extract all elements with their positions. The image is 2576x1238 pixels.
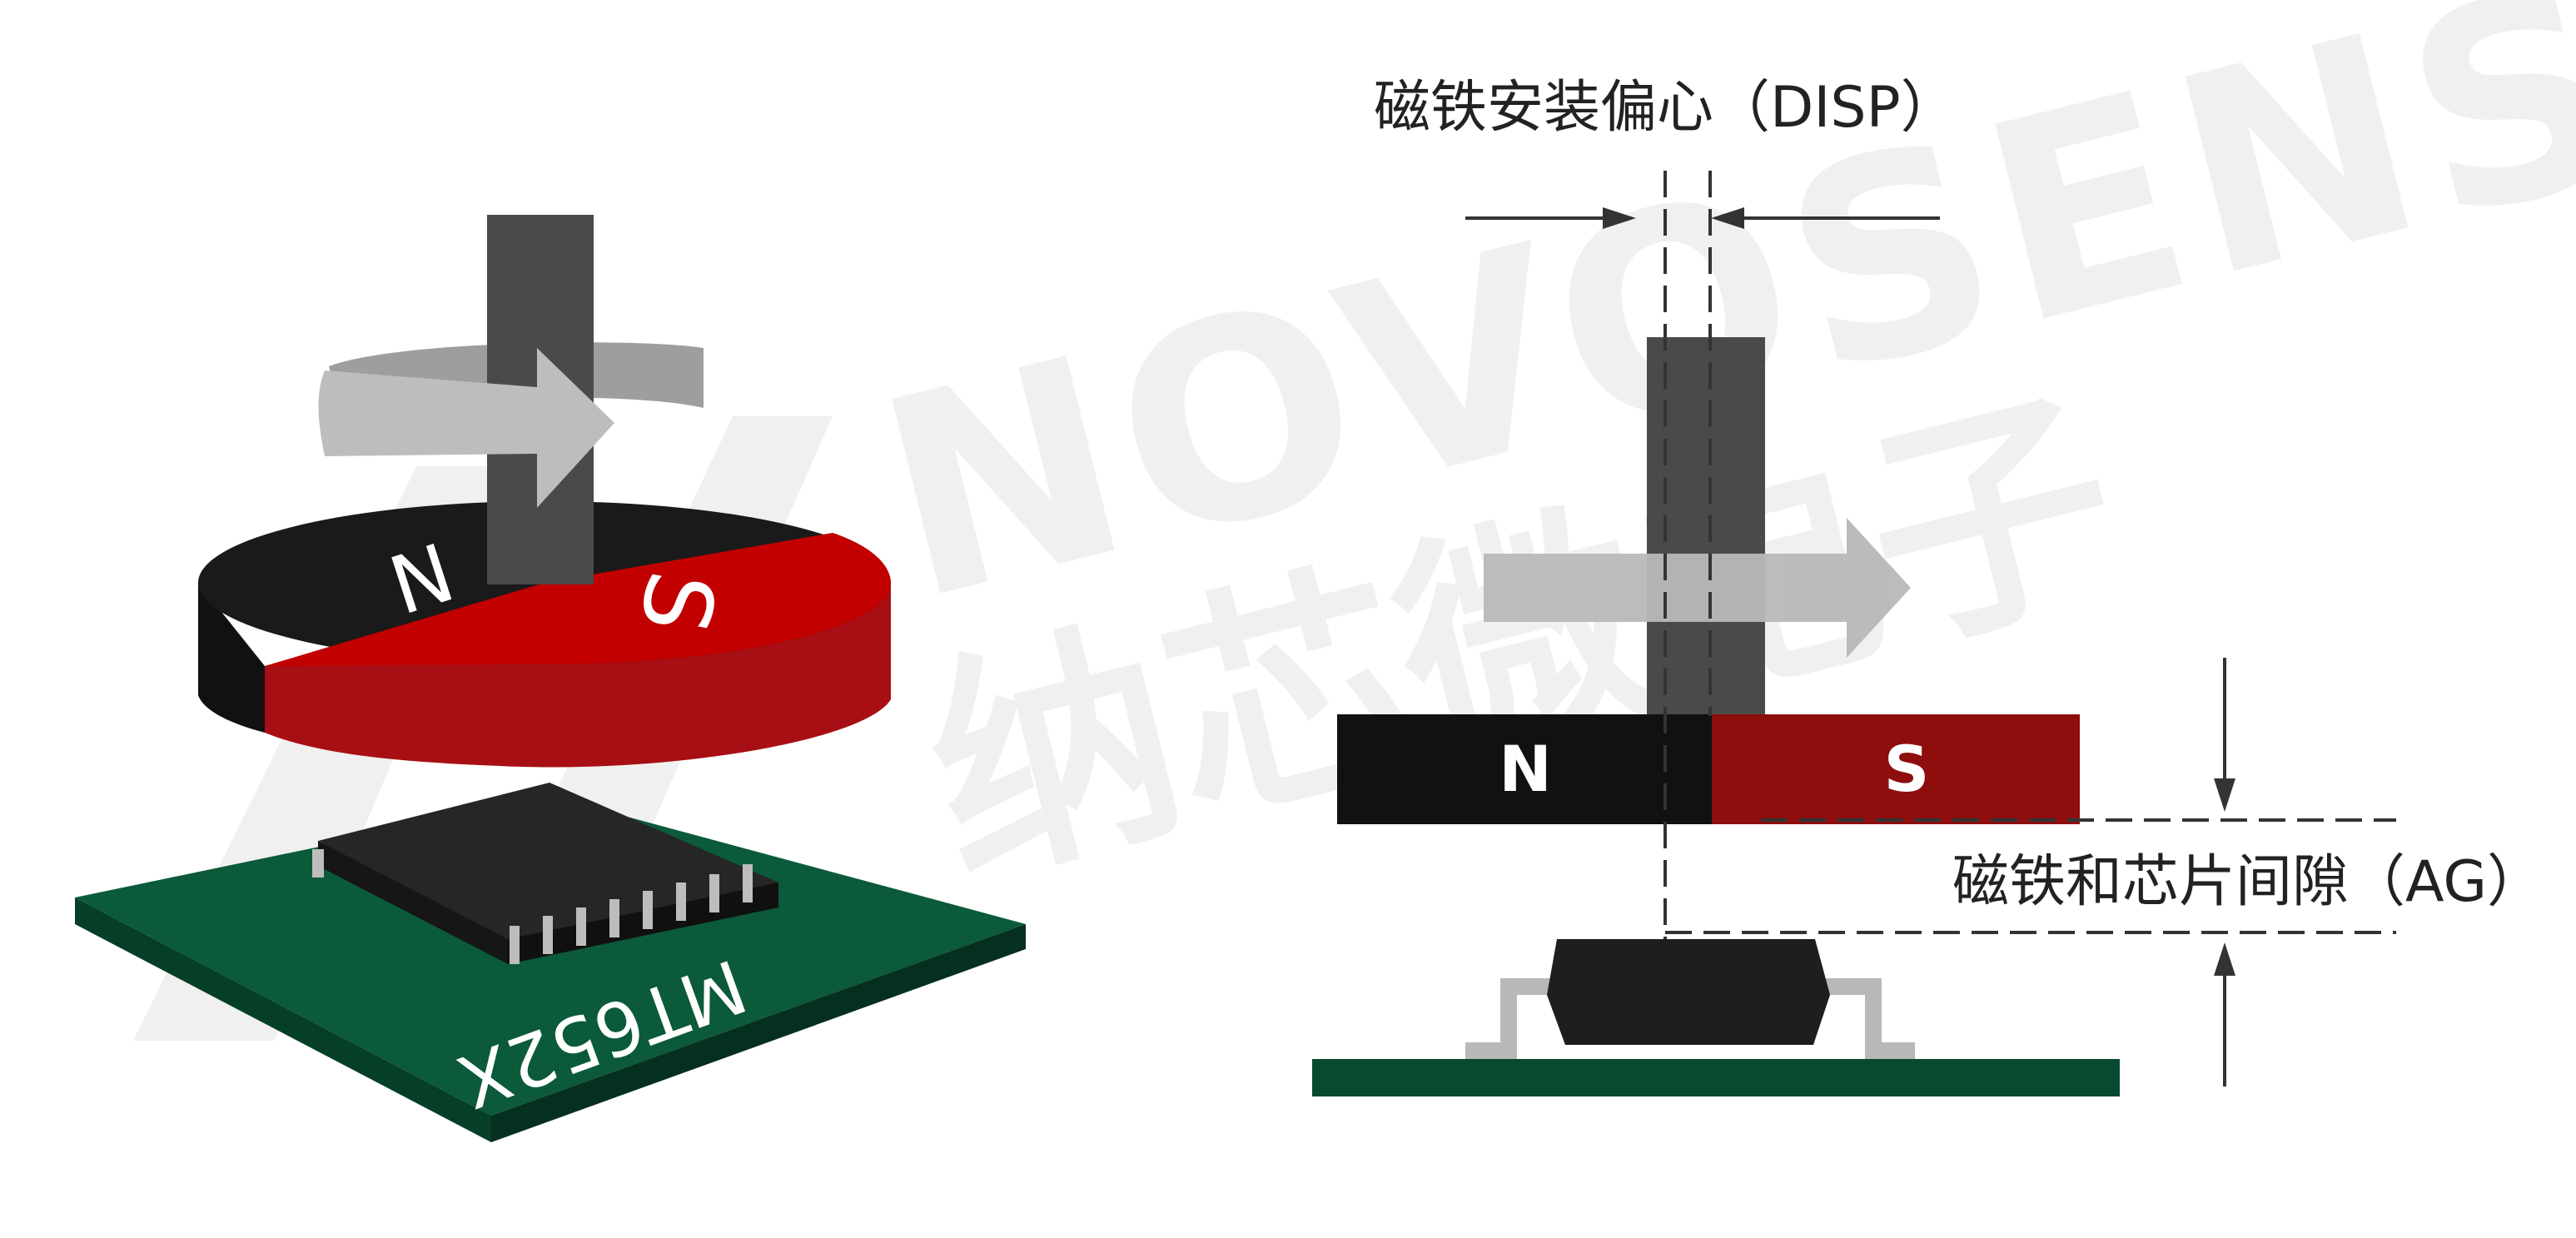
magnet-top-red bbox=[265, 533, 891, 666]
rotation-arrow-head bbox=[537, 348, 614, 508]
right-side-view: 磁铁安装偏心（DISP） N S bbox=[1312, 75, 2544, 1096]
direction-arrow-head bbox=[1847, 518, 1911, 658]
chip-side bbox=[1465, 939, 1915, 1059]
chip-front bbox=[318, 841, 508, 964]
chip-pin bbox=[743, 864, 753, 902]
bar-magnet-s bbox=[1712, 714, 2080, 824]
ag-label: 磁铁和芯片间隙（AG） bbox=[1952, 849, 2544, 915]
disp-arrows bbox=[1465, 207, 1940, 229]
pcb-right-face bbox=[491, 924, 1026, 1142]
ag-arrow-top-head bbox=[2214, 778, 2235, 812]
chip-top bbox=[318, 783, 778, 939]
chip-pin bbox=[676, 883, 686, 921]
disp-label: 磁铁安装偏心（DISP） bbox=[1374, 75, 1957, 141]
pcb-side bbox=[1312, 1059, 2120, 1096]
chip-pin bbox=[510, 926, 520, 964]
chip-lead-left bbox=[1465, 978, 1559, 1059]
direction-arrow-body bbox=[1484, 554, 1862, 622]
disp-arrow-left-head bbox=[1603, 207, 1636, 229]
chip-pins bbox=[312, 849, 753, 964]
pcb-front-face bbox=[75, 897, 491, 1142]
magnet-side-black bbox=[198, 583, 265, 733]
chip-body-side bbox=[1547, 939, 1830, 1045]
chip-pin bbox=[709, 874, 719, 912]
chip-lead-right bbox=[1823, 978, 1915, 1059]
rotation-direction-arrow-icon bbox=[1484, 518, 1911, 658]
bar-magnet-s-label: S bbox=[1884, 732, 1930, 806]
bar-magnet-n bbox=[1337, 714, 1712, 824]
bar-magnet-n-label: N bbox=[1499, 732, 1552, 806]
disp-arrow-right-head bbox=[1711, 207, 1744, 229]
center-lines bbox=[1663, 171, 2396, 941]
rotation-arrow-icon bbox=[318, 348, 614, 508]
ag-arrow-bottom-head bbox=[2214, 942, 2235, 976]
ag-arrows bbox=[2214, 658, 2235, 1086]
chip-pin bbox=[576, 907, 586, 946]
rotation-arrow-body bbox=[318, 370, 537, 456]
chip-pin bbox=[312, 849, 324, 878]
chip-pin bbox=[643, 891, 653, 929]
chip-pin bbox=[609, 899, 619, 937]
chip-pin bbox=[543, 916, 553, 954]
